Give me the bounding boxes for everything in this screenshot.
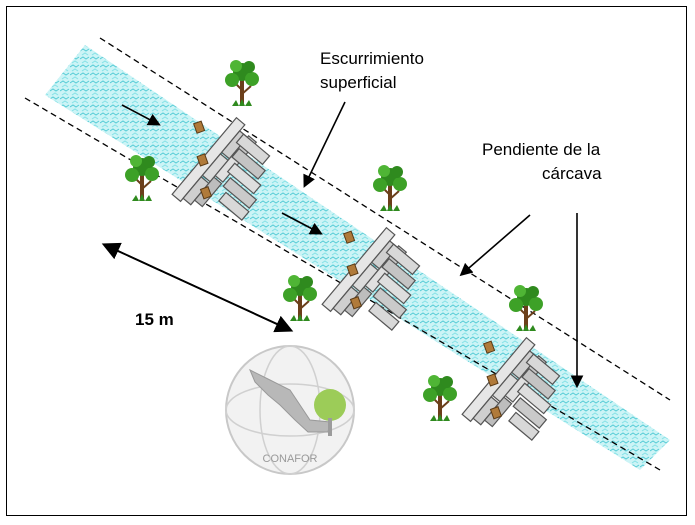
distance-label: 15 m bbox=[135, 310, 174, 329]
tree-icon bbox=[282, 274, 318, 322]
flow-arrow bbox=[121, 104, 161, 126]
conafor-logo: CONAFOR bbox=[225, 345, 355, 475]
tree-icon bbox=[372, 164, 408, 212]
slope-label-line2: cárcava bbox=[542, 164, 602, 183]
slope-pointer-arrow bbox=[459, 214, 531, 277]
tree-icon bbox=[224, 59, 260, 107]
slope-label-line1: Pendiente de la bbox=[482, 140, 601, 159]
tree-icon bbox=[508, 284, 544, 332]
slope-label: Pendiente de la cárcava bbox=[482, 138, 602, 186]
runoff-pointer-arrow bbox=[303, 101, 346, 188]
runoff-label: Escurrimiento superficial bbox=[320, 47, 424, 95]
tree-icon bbox=[124, 154, 160, 202]
runoff-label-line2: superficial bbox=[320, 73, 397, 92]
logo-text: CONAFOR bbox=[263, 453, 318, 465]
runoff-label-line1: Escurrimiento bbox=[320, 49, 424, 68]
tree-icon bbox=[422, 374, 458, 422]
flow-arrow bbox=[281, 212, 323, 235]
slope-boundary-upper bbox=[99, 37, 671, 401]
distance-arrow-reverse bbox=[101, 242, 291, 331]
